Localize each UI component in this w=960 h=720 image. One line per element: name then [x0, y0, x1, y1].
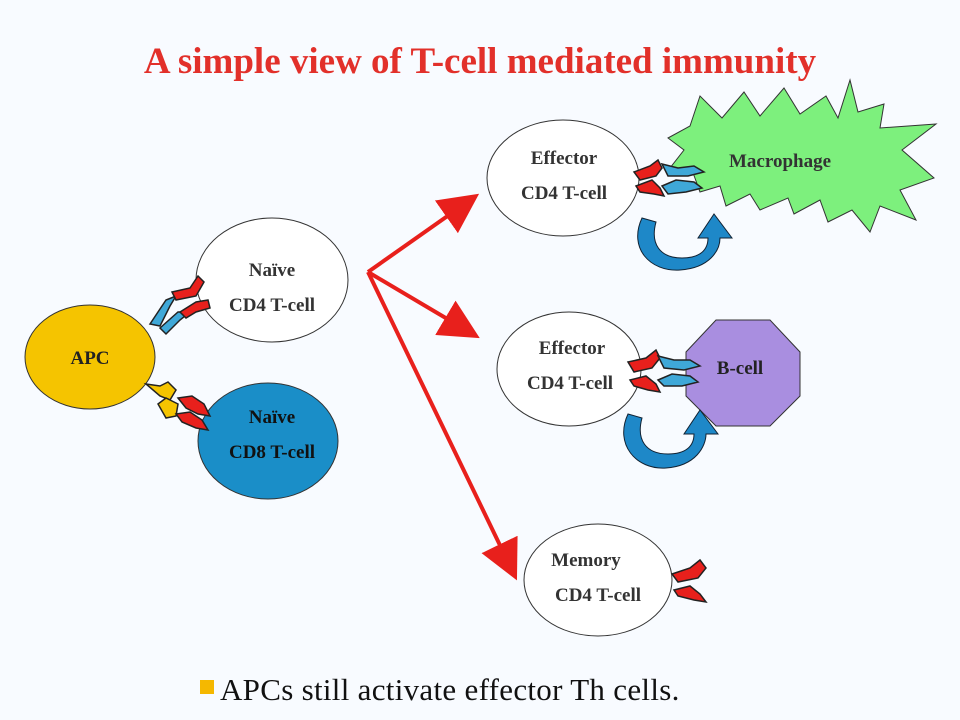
naive-cd8-cell: Naïve CD8 T-cell	[197, 382, 339, 500]
effector-cd4-cell-top: Effector CD4 T-cell	[486, 119, 640, 237]
memory-line1: Memory	[551, 550, 621, 571]
arrow-to-effector-top	[366, 193, 480, 274]
naive-cd4-cell: Naïve CD4 T-cell	[195, 217, 349, 343]
bullet-marker-icon	[200, 680, 214, 694]
naive-cd8-line1: Naïve	[249, 407, 295, 428]
page-title: A simple view of T-cell mediated immunit…	[143, 41, 817, 82]
bullet-point: APCs still activate effector Th cells.	[200, 672, 680, 708]
apc-label: APC	[70, 348, 109, 369]
effector-mid-line2: CD4 T-cell	[527, 373, 613, 394]
arrow-to-memory	[366, 271, 518, 581]
bullet-text: APCs still activate effector Th cells.	[220, 672, 680, 707]
mhc1-tcr-receptor-icon	[143, 381, 212, 432]
memory-cd4-cell: Memory CD4 T-cell	[523, 523, 673, 637]
effector-top-line2: CD4 T-cell	[521, 183, 607, 204]
effector-macrophage-receptor-icon	[632, 158, 706, 198]
recycle-arrow-icon-top	[637, 213, 733, 271]
naive-cd8-line2: CD8 T-cell	[229, 442, 315, 463]
arrow-to-effector-mid	[366, 270, 480, 339]
effector-cd4-cell-mid: Effector CD4 T-cell	[496, 311, 642, 427]
macrophage-label: Macrophage	[729, 151, 831, 172]
bcell-cell: B-cell	[685, 319, 801, 427]
memory-line2: CD4 T-cell	[555, 585, 641, 606]
apc-cell: APC	[24, 304, 156, 410]
branch-arrows	[366, 193, 518, 581]
effector-mid-line1: Effector	[539, 338, 606, 359]
effector-bcell-receptor-icon	[626, 348, 702, 393]
macrophage-cell: Macrophage	[667, 78, 938, 233]
effector-top-line1: Effector	[531, 148, 598, 169]
recycle-arrow-icon-mid	[623, 409, 719, 469]
mhc2-tcr-receptor-icon	[148, 274, 211, 336]
memory-tcr-receptor-icon	[670, 558, 708, 604]
naive-cd4-line2: CD4 T-cell	[229, 295, 315, 316]
naive-cd4-line1: Naïve	[249, 260, 295, 281]
bcell-label: B-cell	[717, 358, 763, 379]
